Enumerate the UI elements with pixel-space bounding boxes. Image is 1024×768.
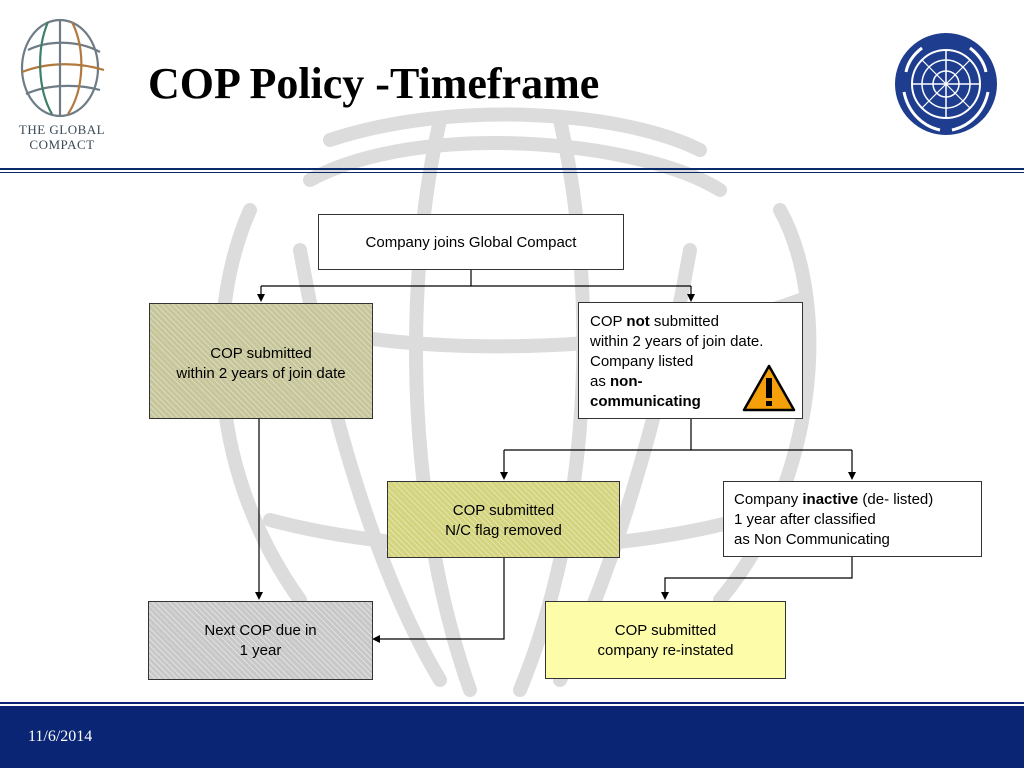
inactive-line3: as Non Communicating	[734, 531, 890, 548]
slide-title: COP Policy -Timeframe	[148, 59, 600, 108]
inactive-line1c: (de- listed)	[858, 491, 934, 508]
node-company-reinstated: COP submitted company re-instated	[545, 601, 786, 679]
node-company-inactive: Company inactive (de- listed) 1 year aft…	[723, 481, 982, 557]
node-flag-removed: COP submitted N/C flag removed	[387, 481, 620, 558]
node-next-cop-line1: Next COP due in	[204, 622, 317, 639]
united-nations-emblem	[895, 33, 997, 135]
node-flag-removed-line1: COP submitted	[452, 502, 555, 519]
node-cop-submitted: COP submitted within 2 years of join dat…	[149, 303, 373, 419]
warning-triangle-icon	[742, 364, 796, 412]
inactive-line2: 1 year after classified	[734, 511, 876, 528]
inactive-line1-bold: inactive	[802, 491, 859, 508]
not-submitted-line1-bold: not	[626, 313, 650, 330]
node-reinstated-line2: company re-instated	[597, 642, 734, 659]
not-submitted-line5-bold: communicating	[590, 393, 701, 410]
footer-bar: 11/6/2014	[0, 706, 1024, 768]
inactive-line1a: Company	[734, 491, 803, 508]
node-company-joins-label: Company joins Global Compact	[365, 234, 577, 251]
node-next-cop-due: Next COP due in 1 year	[148, 601, 373, 680]
global-compact-logo	[20, 18, 105, 118]
node-cop-submitted-line2: within 2 years of join date	[176, 365, 346, 382]
header-rule-thin	[0, 172, 1024, 173]
slide-date: 11/6/2014	[28, 728, 93, 745]
node-cop-submitted-line1: COP submitted	[210, 345, 312, 362]
not-submitted-line4a: as	[590, 373, 611, 390]
not-submitted-line1a: COP	[590, 313, 627, 330]
global-compact-wordmark-line1: THE GLOBAL	[18, 122, 106, 137]
node-next-cop-line2: 1 year	[239, 642, 282, 659]
node-company-joins: Company joins Global Compact	[318, 214, 624, 270]
arrow-flag-removed-to-next-cop	[372, 558, 505, 643]
not-submitted-line3: Company listed	[590, 353, 694, 370]
not-submitted-line1c: submitted	[649, 313, 719, 330]
footer-rule	[0, 702, 1024, 704]
not-submitted-line2: within 2 years of join date.	[590, 333, 764, 350]
not-submitted-line4-bold: non-	[610, 373, 643, 390]
header-rule	[0, 168, 1024, 170]
global-compact-wordmark-line2: COMPACT	[29, 137, 95, 152]
node-reinstated-line1: COP submitted	[614, 622, 717, 639]
node-flag-removed-line2: N/C flag removed	[445, 522, 562, 539]
arrow-inactive-to-reinstated	[661, 557, 853, 600]
